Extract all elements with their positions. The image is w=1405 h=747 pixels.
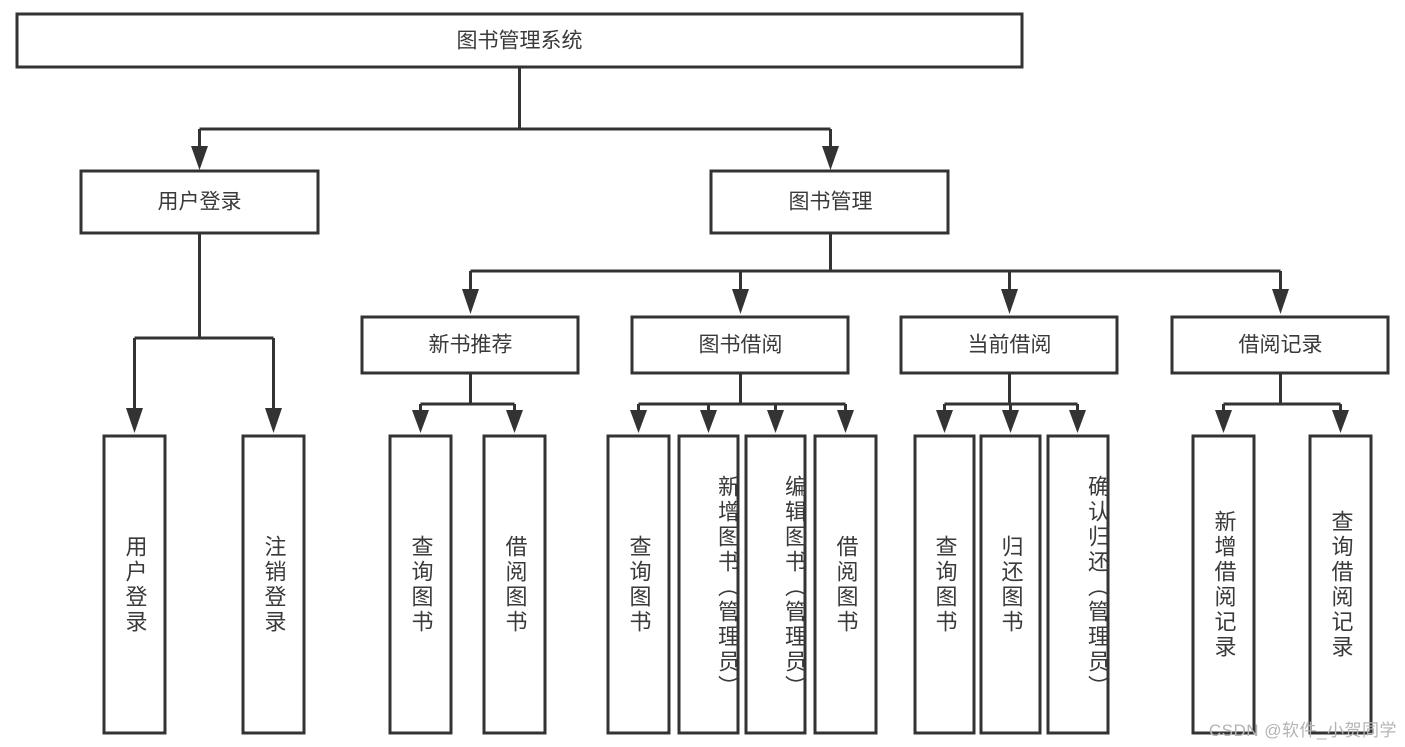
arrowhead-user-login-leaf: [126, 408, 143, 433]
node-book-management[interactable]: 图书管理: [709, 169, 950, 235]
node-user-login-box[interactable]: [79, 169, 320, 235]
arrowhead-add-book-admin: [700, 410, 717, 433]
arrowhead-edit-book-admin: [767, 410, 784, 433]
node-root-box[interactable]: [15, 12, 1024, 69]
arrowhead-query-borrow-record: [1332, 410, 1349, 433]
node-add-borrow-record-box[interactable]: [1191, 434, 1256, 735]
node-root[interactable]: 图书管理系统: [15, 12, 1024, 69]
node-user-login-leaf-box[interactable]: [102, 434, 167, 735]
node-new-book-recommend-label: 新书推荐: [429, 334, 513, 357]
node-query-book-3-box[interactable]: [913, 434, 976, 735]
leaf-box-layer: [102, 434, 1373, 735]
node-root-label: 图书管理系统: [457, 30, 583, 53]
arrowhead-current-borrow: [1001, 289, 1018, 314]
node-new-book-recommend-box[interactable]: [360, 315, 580, 375]
arrowhead-query-book-2: [630, 410, 647, 433]
node-new-book-recommend[interactable]: 新书推荐: [360, 315, 580, 375]
node-borrow-records[interactable]: 借阅记录: [1170, 315, 1390, 375]
node-current-borrow[interactable]: 当前借阅: [899, 315, 1119, 375]
node-book-management-label: 图书管理: [789, 191, 873, 214]
arrowhead-root-to-user-login: [191, 146, 208, 170]
arrowhead-query-book-3: [936, 410, 953, 433]
node-book-borrow[interactable]: 图书借阅: [630, 315, 850, 375]
connector-layer: [126, 67, 1349, 433]
arrowhead-new-book-recommend: [462, 289, 479, 314]
node-user-login-label: 用户登录: [158, 191, 242, 214]
node-return-book-box[interactable]: [979, 434, 1042, 735]
arrowhead-user-logout-leaf: [265, 408, 282, 433]
node-borrow-book-1-box[interactable]: [482, 434, 547, 735]
node-add-book-admin-box[interactable]: [677, 434, 740, 735]
node-user-login[interactable]: 用户登录: [79, 169, 320, 235]
node-book-borrow-label: 图书借阅: [699, 334, 783, 357]
arrowhead-root-to-book-management: [822, 146, 839, 170]
node-book-management-box[interactable]: [709, 169, 950, 235]
node-book-borrow-box[interactable]: [630, 315, 850, 375]
node-user-logout-leaf-box[interactable]: [241, 434, 306, 735]
node-query-book-1-box[interactable]: [388, 434, 453, 735]
arrowhead-query-book-1: [412, 410, 429, 433]
arrowhead-add-borrow-record: [1215, 410, 1232, 433]
arrowhead-return-book: [1002, 410, 1019, 433]
node-current-borrow-label: 当前借阅: [968, 334, 1052, 357]
arrowhead-confirm-return-admin: [1069, 410, 1086, 433]
node-edit-book-admin-box[interactable]: [744, 434, 807, 735]
node-query-book-2-box[interactable]: [606, 434, 671, 735]
arrowhead-borrow-records: [1272, 289, 1289, 314]
csdn-watermark: CSDN @软件_小贺同学: [1208, 721, 1397, 740]
node-borrow-book-2-box[interactable]: [813, 434, 878, 735]
node-borrow-records-label: 借阅记录: [1239, 334, 1323, 357]
arrowhead-book-borrow: [732, 289, 749, 314]
node-borrow-records-box[interactable]: [1170, 315, 1390, 375]
node-current-borrow-box[interactable]: [899, 315, 1119, 375]
node-query-borrow-record-box[interactable]: [1308, 434, 1373, 735]
arrowhead-borrow-book-2: [837, 410, 854, 433]
arrowhead-borrow-book-1: [506, 410, 523, 433]
node-confirm-return-admin-box[interactable]: [1046, 434, 1110, 735]
